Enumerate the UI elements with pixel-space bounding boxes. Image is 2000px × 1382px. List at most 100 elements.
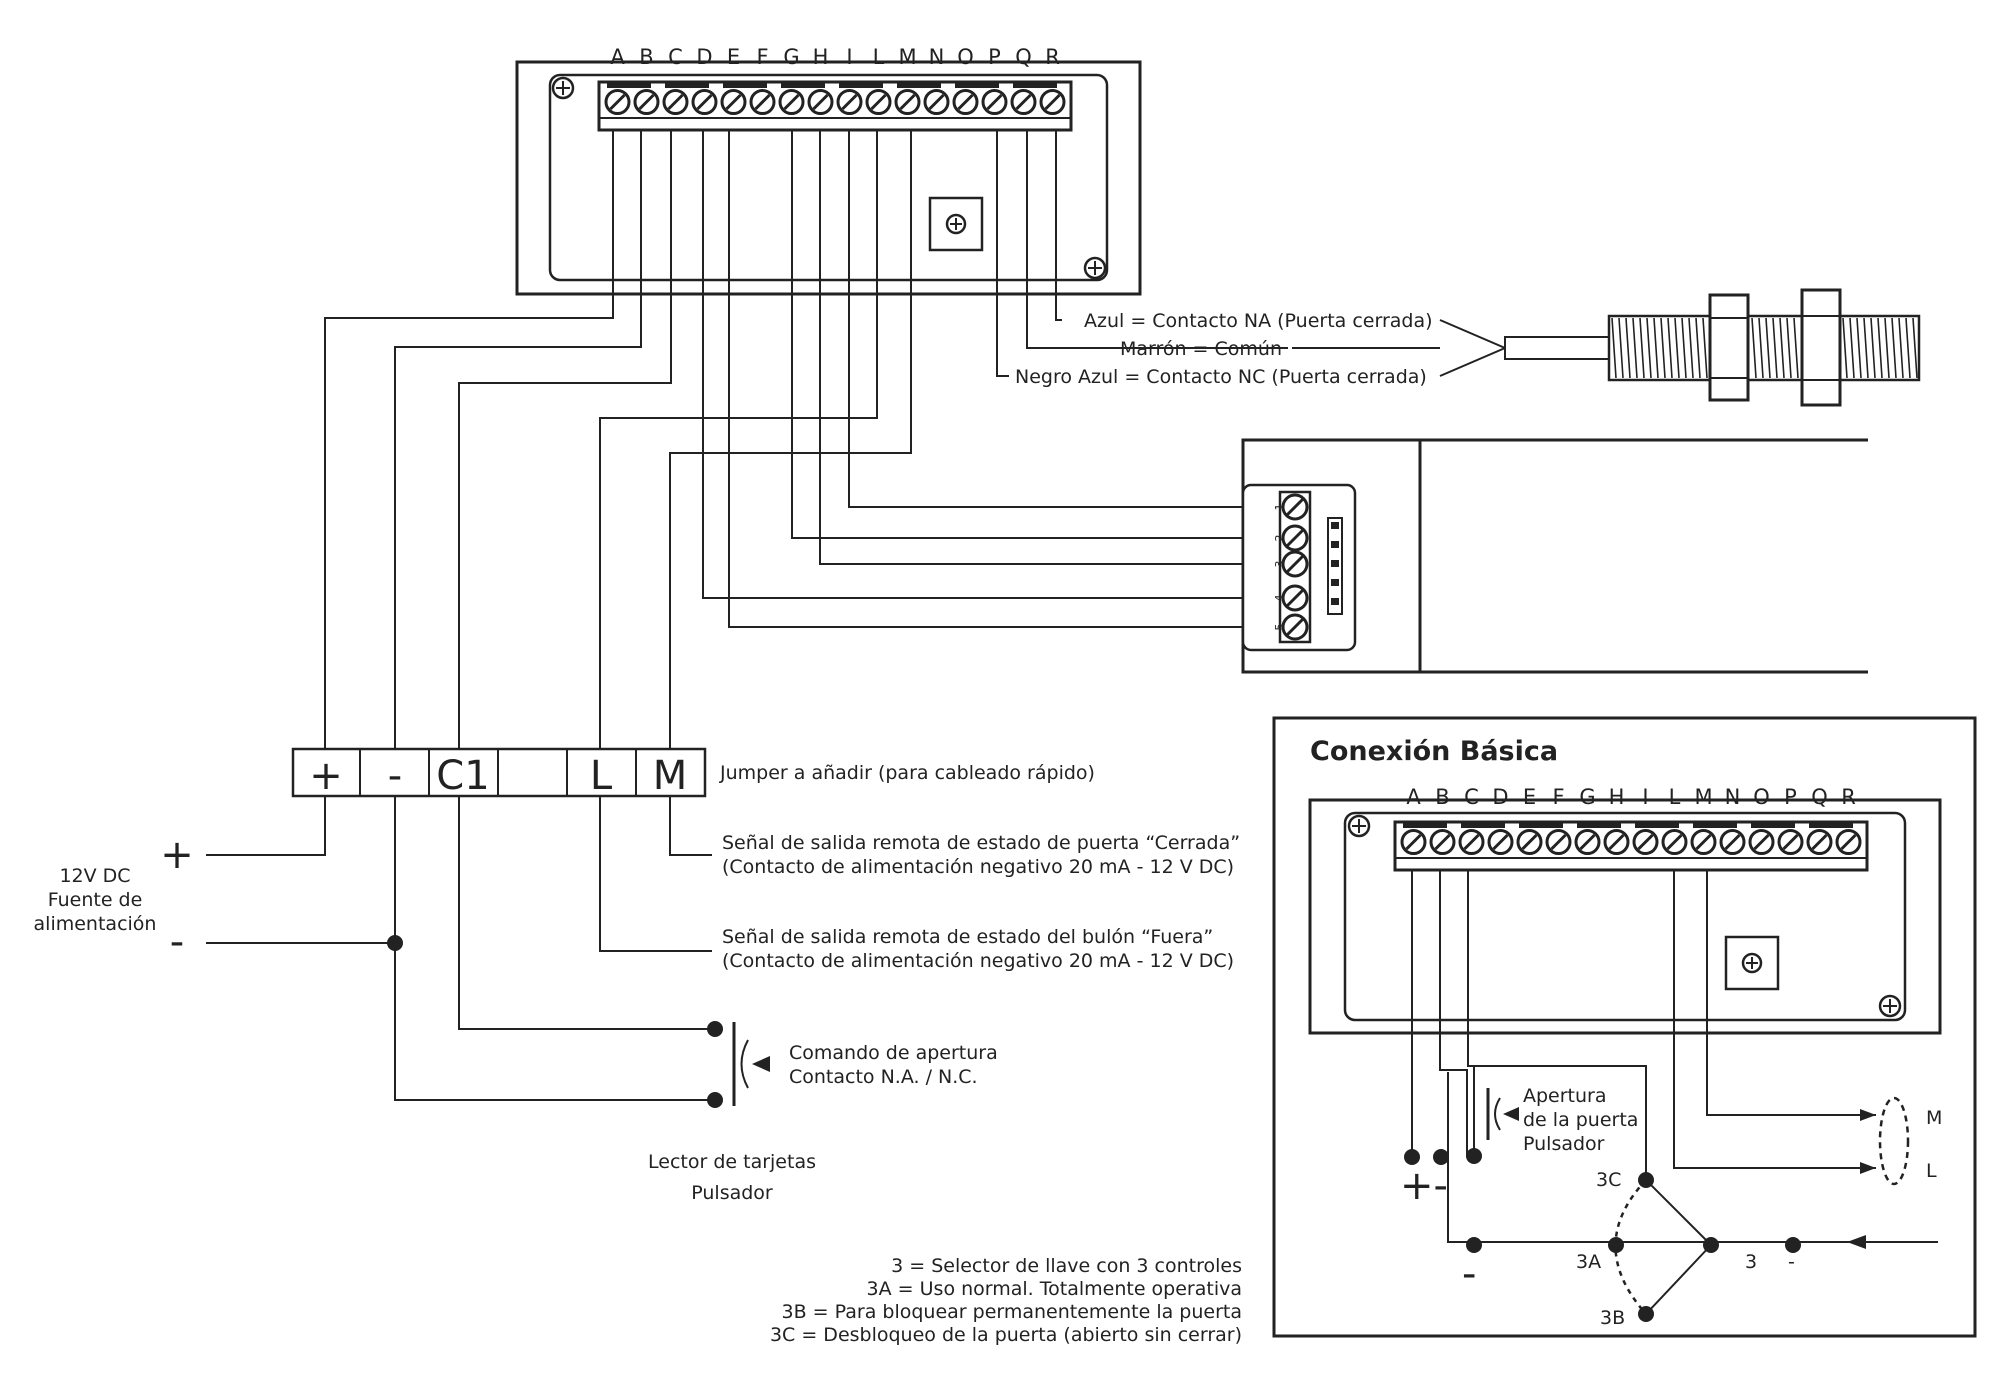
sensor-brown-label: Marrón = Común (1120, 338, 1282, 360)
terminal-letter: H (1609, 785, 1625, 809)
sensor-thread (1611, 317, 1918, 379)
mount-screw-icon (1347, 814, 1371, 838)
terminal-letter: A (610, 45, 625, 69)
basic-button-line2: de la puerta (1523, 1109, 1638, 1131)
terminal-letter: E (727, 45, 740, 69)
strip-m: M (653, 753, 688, 799)
key-3c-label: 3C (1596, 1169, 1621, 1191)
terminal-letter: B (1435, 785, 1449, 809)
power-minus: - (170, 919, 184, 965)
terminal-letter: I (1642, 785, 1648, 809)
legend-line2: 3A = Uso normal. Totalmente operativa (867, 1278, 1242, 1300)
terminal-letter: N (929, 45, 945, 69)
basic-l-label: L (1926, 1160, 1937, 1182)
sensor-blue-label: Azul = Contacto NA (Puerta cerrada) (1084, 310, 1433, 332)
signal-bolt-line1: Señal de salida remota de estado del bul… (722, 926, 1213, 948)
signal-bolt-line2: (Contacto de alimentación negativo 20 mA… (722, 950, 1234, 972)
legend-line3: 3B = Para bloquear permanentemente la pu… (782, 1301, 1242, 1323)
adjust-screw-icon (928, 196, 984, 252)
terminal-block (597, 80, 1073, 132)
terminal-letter: P (988, 45, 1001, 69)
key-3a-label: 3A (1576, 1251, 1601, 1273)
terminal-letter: L (873, 45, 885, 69)
signal-closed-line1: Señal de salida remota de estado de puer… (722, 832, 1240, 854)
terminal-letter: B (639, 45, 653, 69)
signal-closed-line2: (Contacto de alimentación negativo 20 mA… (722, 856, 1234, 878)
terminal-letter: Q (1811, 785, 1828, 809)
legend-line1: 3 = Selector de llave con 3 controles (891, 1255, 1242, 1277)
basic-wires (1411, 870, 1938, 1249)
strip-c1: C1 (436, 753, 489, 799)
strip-l: L (590, 753, 613, 799)
terminal-letter: F (1552, 785, 1564, 809)
terminal-letter: C (1464, 785, 1479, 809)
basic-nodes (1404, 1148, 1801, 1322)
terminal-letter: O (957, 45, 974, 69)
terminal-letter: G (1579, 785, 1595, 809)
basic-m-label: M (1926, 1107, 1942, 1129)
terminal-letter: E (1523, 785, 1536, 809)
terminal-letter: N (1725, 785, 1741, 809)
power-line2: Fuente de (48, 889, 143, 911)
terminal-letter: P (1784, 785, 1797, 809)
basic-minus: - (1462, 1251, 1476, 1297)
mount-screw-icon (551, 76, 575, 100)
terminal-letter: R (1841, 785, 1856, 809)
lock-pin-number: 3 (1273, 561, 1286, 568)
terminal-letter: I (846, 45, 852, 69)
lock-pin-number: 1 (1273, 504, 1286, 511)
terminal-letter: G (783, 45, 799, 69)
legend-line4: 3C = Desbloqueo de la puerta (abierto si… (770, 1324, 1242, 1346)
lock-pin-number: 2 (1273, 535, 1286, 542)
command-line2: Contacto N.A. / N.C. (789, 1066, 978, 1088)
key-minus-label: - (1788, 1251, 1795, 1273)
basic-push-button: Apertura de la puerta Pulsador (1486, 1085, 1638, 1155)
terminal-letter: M (898, 45, 916, 69)
terminal-letter: D (1492, 785, 1508, 809)
mount-screw-icon (1878, 994, 1902, 1018)
sensor-nut-icon (1800, 288, 1842, 407)
key-selector (1614, 1179, 1712, 1315)
reader-line2: Pulsador (691, 1182, 773, 1204)
command-line1: Comando de apertura (789, 1042, 998, 1064)
terminal-letter: F (756, 45, 768, 69)
basic-button-line1: Apertura (1523, 1085, 1607, 1107)
power-line3: alimentación (34, 913, 157, 935)
mount-screw-icon (1083, 256, 1107, 280)
sensor-black-label: Negro Azul = Contacto NC (Puerta cerrada… (1015, 366, 1427, 388)
key-3b-label: 3B (1600, 1307, 1625, 1329)
basic-title: Conexión Básica (1310, 736, 1558, 767)
terminal-letter: A (1406, 785, 1421, 809)
jumper-label: Jumper a añadir (para cableado rápido) (719, 762, 1095, 784)
terminal-letter: M (1694, 785, 1712, 809)
terminal-letter: Q (1015, 45, 1032, 69)
key-selector-legend: 3 = Selector de llave con 3 controles 3A… (770, 1255, 1242, 1346)
terminal-letter: L (1669, 785, 1681, 809)
strip-minus: - (388, 753, 402, 799)
power-line1: 12V DC (59, 865, 130, 887)
strip-wires (206, 796, 715, 1101)
reader-line1: Lector de tarjetas (648, 1151, 816, 1173)
terminal-letter: O (1753, 785, 1770, 809)
strip-plus: + (309, 753, 343, 799)
magnetic-sensor: Azul = Contacto NA (Puerta cerrada) Marr… (1015, 288, 1921, 407)
adjust-screw-icon (1724, 935, 1780, 991)
terminal-block (1393, 820, 1869, 872)
key-3-label: 3 (1745, 1251, 1757, 1273)
power-supply: + - 12V DC Fuente de alimentación (34, 832, 194, 965)
basic-button-line3: Pulsador (1523, 1133, 1605, 1155)
lock-pin-number: 4 (1273, 595, 1286, 602)
sensor-nut-icon (1708, 293, 1750, 402)
open-command-switch: Comando de apertura Contacto N.A. / N.C. (707, 1021, 998, 1108)
terminal-letter: H (813, 45, 829, 69)
terminal-letter: D (696, 45, 712, 69)
power-plus: + (160, 832, 194, 878)
basic-plus-minus: +- (1400, 1163, 1448, 1209)
